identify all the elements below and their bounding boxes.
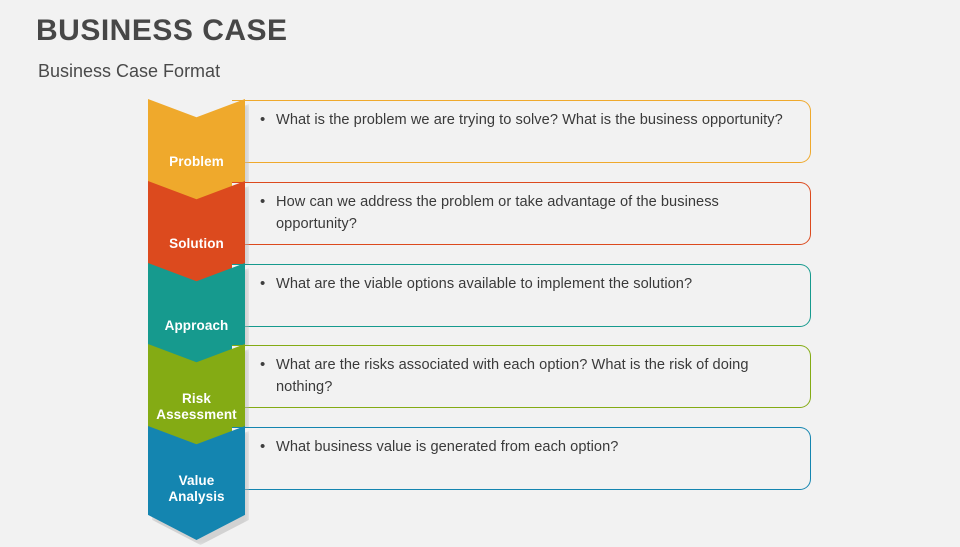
chevron-label-line1: Approach (164, 318, 229, 333)
description-panel[interactable]: • What are the risks associated with eac… (232, 345, 811, 408)
chevron-label-line1: Solution (169, 236, 224, 251)
chevron-label-line1: Risk (182, 391, 211, 406)
description-text: What are the viable options available to… (276, 276, 693, 292)
chevron-body: Value Analysis (148, 426, 245, 540)
chevron-label: Value Analysis (149, 473, 245, 505)
process-row: • What business value is generated from … (0, 426, 960, 547)
chevron-label-line1: Problem (169, 154, 224, 169)
page-title: BUSINESS CASE (36, 14, 288, 47)
chevron-label: Risk Assessment (149, 391, 245, 423)
bullet-icon: • (260, 356, 266, 373)
page-subtitle: Business Case Format (38, 61, 221, 81)
description-text: What are the risks associated with each … (276, 357, 749, 395)
chevron-label: Problem (149, 154, 245, 170)
description-text: What is the problem we are trying to sol… (276, 112, 783, 128)
bullet-icon: • (260, 193, 266, 210)
chevron-label-line2: Assessment (156, 407, 237, 422)
description-panel[interactable]: • What are the viable options available … (232, 264, 811, 327)
bullet-icon: • (260, 275, 266, 292)
description-panel[interactable]: • What business value is generated from … (232, 427, 811, 490)
description-panel[interactable]: • What is the problem we are trying to s… (232, 100, 811, 163)
description-panel[interactable]: • How can we address the problem or take… (232, 182, 811, 245)
description-text: What business value is generated from ea… (276, 439, 619, 455)
chevron-label: Solution (149, 236, 245, 252)
bullet-icon: • (260, 111, 266, 128)
bullet-icon: • (260, 438, 266, 455)
chevron-label: Approach (149, 318, 245, 334)
description-text: How can we address the problem or take a… (276, 194, 719, 232)
chevron-label-line1: Value (178, 473, 215, 488)
chevron-label-line2: Analysis (168, 489, 225, 504)
